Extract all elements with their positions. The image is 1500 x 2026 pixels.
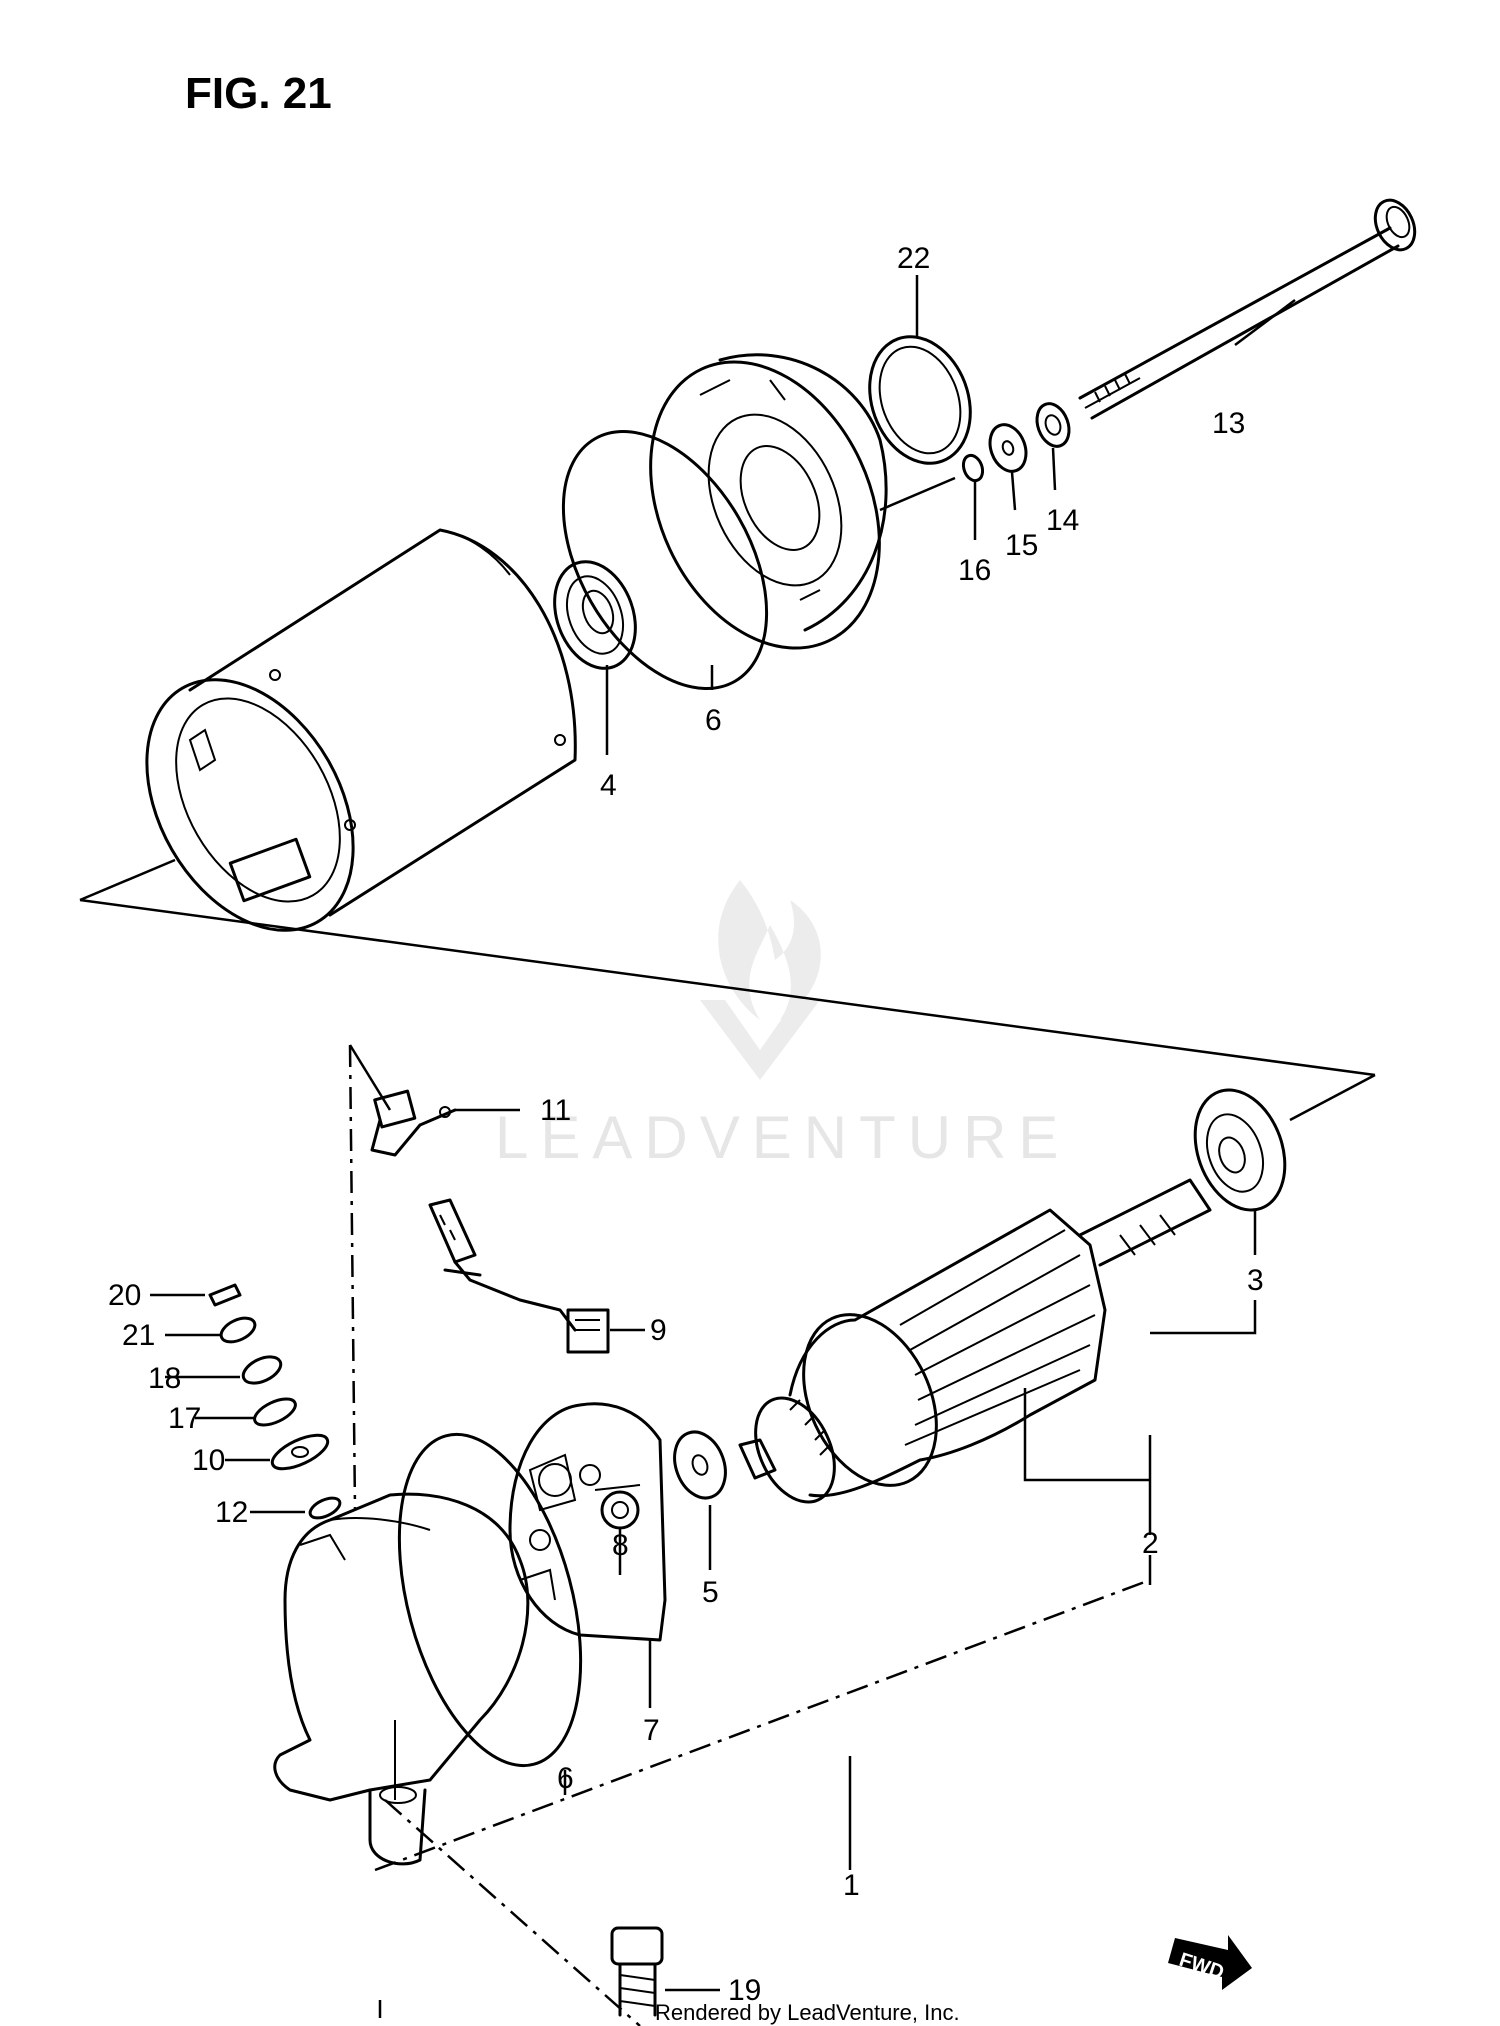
brush-spring-8 — [594, 1484, 641, 1530]
washer-16 — [961, 453, 985, 483]
callout-12: 12 — [215, 1496, 248, 1529]
callout-1: 1 — [843, 1869, 860, 1902]
callout-16: 16 — [958, 554, 991, 587]
o-ring-12 — [308, 1496, 342, 1520]
callout-13: 13 — [1212, 407, 1245, 440]
washer-5 — [673, 1430, 727, 1500]
callout-11: 11 — [540, 1094, 571, 1127]
leader-11-diag — [348, 1044, 392, 1111]
callout-5: 5 — [702, 1576, 719, 1609]
washer-18 — [241, 1355, 283, 1385]
insulator-10 — [270, 1433, 330, 1471]
forward-arrow-icon — [1168, 1935, 1252, 1990]
yoke-housing — [145, 528, 577, 932]
brush-holder-7 — [508, 1402, 667, 1642]
callout-7: 7 — [643, 1714, 660, 1747]
callout-9: 9 — [650, 1314, 667, 1347]
callout-3: 3 — [1247, 1264, 1264, 1297]
o-ring-6-upper — [561, 430, 769, 690]
washer-14 — [1035, 402, 1071, 448]
callout-2: 2 — [1142, 1527, 1159, 1560]
callout-20: 20 — [108, 1279, 141, 1312]
watermark-text: LEADVENTURE — [495, 1104, 1070, 1171]
credit-text: Rendered by LeadVenture, Inc. — [655, 2000, 960, 2025]
callout-21: 21 — [122, 1319, 155, 1352]
guide-line-11 — [348, 1044, 357, 1511]
washer-17 — [253, 1397, 297, 1427]
through-bolt-13 — [1078, 198, 1417, 420]
bolt-19 — [610, 1926, 664, 2017]
callout-15: 15 — [1005, 529, 1038, 562]
o-ring-22 — [868, 335, 972, 465]
callout-6-upper: 6 — [705, 704, 722, 737]
leader-lines — [150, 275, 1296, 1992]
washer-15 — [988, 423, 1028, 473]
front-bracket-housing — [273, 1492, 530, 1866]
axis-line-upper — [879, 476, 956, 512]
armature-2 — [738, 1178, 1212, 1504]
watermark-logo-icon — [700, 880, 821, 1080]
figure-title: FIG. 21 — [185, 69, 332, 118]
callout-17: 17 — [168, 1402, 201, 1435]
terminal-11 — [370, 1089, 457, 1157]
callout-8: 8 — [612, 1529, 629, 1562]
callout-6-lower: 6 — [557, 1762, 574, 1795]
fwd-badge: FWD — [1168, 1935, 1252, 1990]
callout-18: 18 — [148, 1362, 181, 1395]
rear-end-cover — [649, 353, 888, 650]
brush-9 — [428, 1198, 610, 1354]
assembly-guide-line-short — [1289, 1073, 1376, 1122]
o-ring-6-lower — [397, 1432, 583, 1768]
callout-labels: 22 13 14 15 16 6 4 11 20 21 18 17 10 12 … — [108, 242, 1264, 2007]
assembly-guide-line — [79, 898, 1376, 1077]
guide-line-1 — [374, 1578, 1151, 1872]
callout-19: 19 — [728, 1974, 761, 2007]
assembly-guide-line-left — [79, 858, 176, 902]
callout-10: 10 — [192, 1444, 225, 1477]
bearing-4 — [553, 560, 637, 670]
guide-line-19 — [384, 1799, 641, 2026]
bearing-3 — [1193, 1088, 1287, 1212]
washer-21 — [219, 1316, 257, 1344]
callout-22: 22 — [897, 242, 930, 275]
callout-14: 14 — [1046, 504, 1079, 537]
nut-20 — [208, 1283, 242, 1307]
callout-4: 4 — [600, 769, 617, 802]
